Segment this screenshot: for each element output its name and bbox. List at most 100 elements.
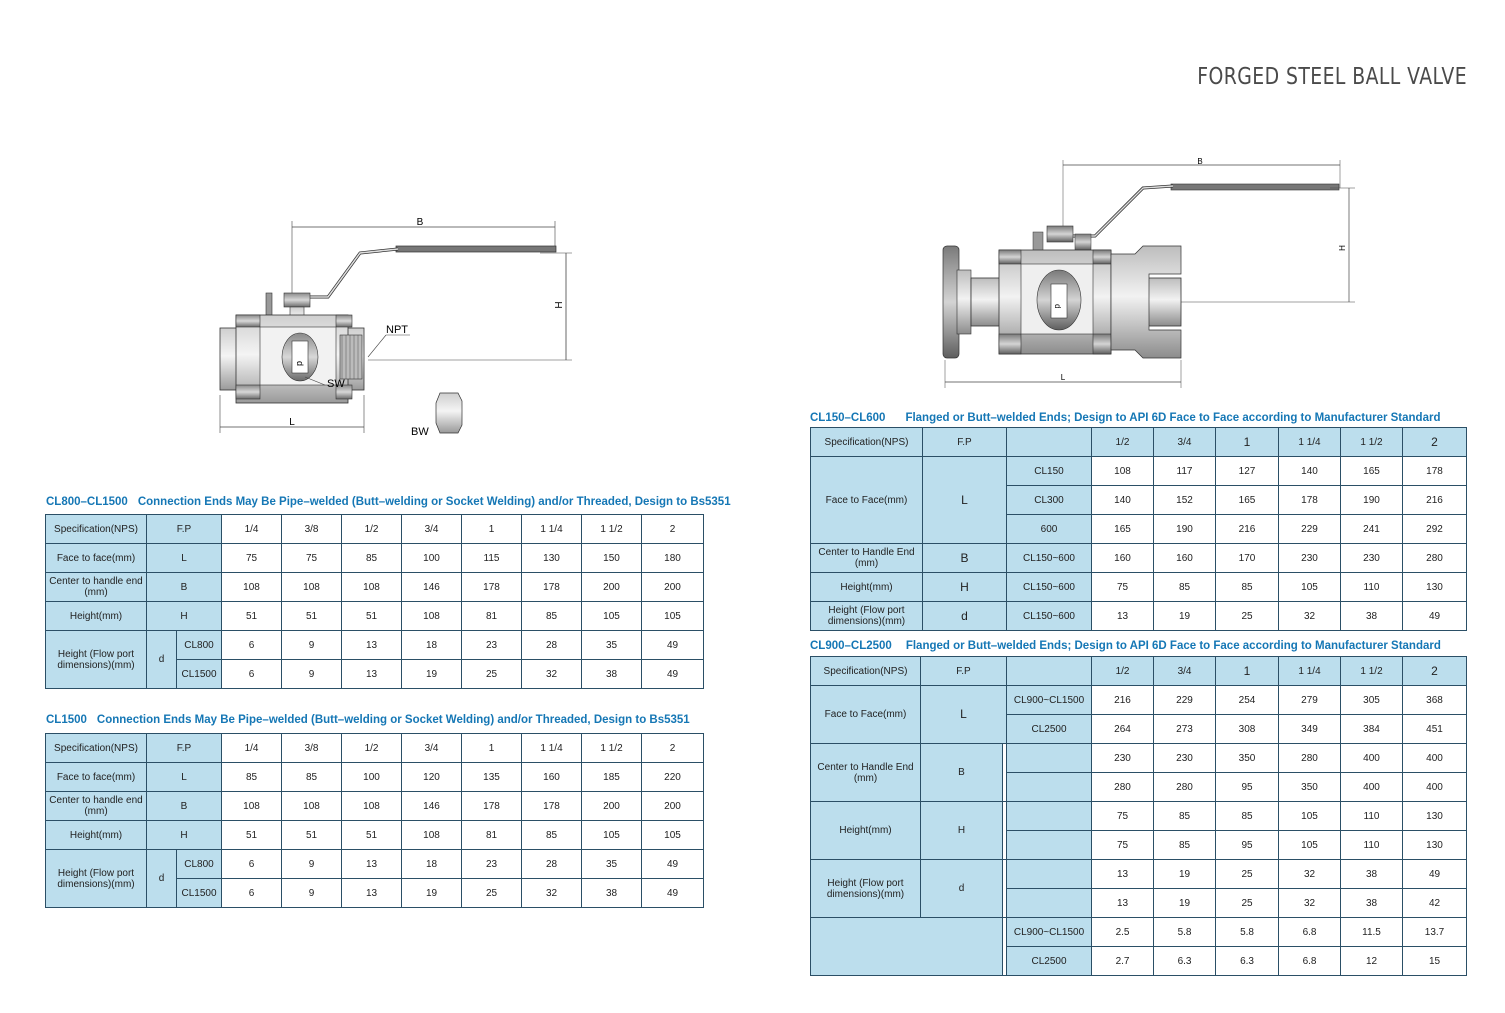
cell: 32 bbox=[1278, 859, 1342, 889]
row-symbol: B bbox=[920, 743, 1003, 802]
cell: 135 bbox=[461, 762, 523, 792]
row-symbol: B bbox=[922, 543, 1007, 573]
table4-size: 1 bbox=[1215, 656, 1280, 686]
row-label: Center to handle end (mm) bbox=[45, 791, 147, 821]
table4-size: 3/4 bbox=[1153, 656, 1217, 686]
cell: 19 bbox=[1153, 601, 1216, 631]
class-label: CL300 bbox=[1006, 485, 1092, 515]
row-label: Height (Flow port dimensions)(mm) bbox=[810, 859, 921, 918]
row-symbol: H bbox=[145, 601, 223, 631]
table3-fp-label: F.P bbox=[922, 427, 1007, 457]
cell: 230 bbox=[1153, 743, 1217, 773]
cell: 152 bbox=[1153, 485, 1216, 515]
cell: 216 bbox=[1091, 685, 1155, 715]
cell: 49 bbox=[641, 878, 705, 908]
cell: 75 bbox=[1091, 801, 1155, 831]
cell: 6 bbox=[221, 878, 283, 908]
cell: 19 bbox=[1153, 888, 1217, 918]
cell: 230 bbox=[1091, 743, 1155, 773]
cell: 190 bbox=[1153, 514, 1216, 544]
table2-size: 1 bbox=[461, 733, 523, 763]
cell: 6 bbox=[221, 849, 283, 879]
cell: 49 bbox=[641, 630, 705, 660]
cell: 400 bbox=[1402, 772, 1468, 802]
cell: 49 bbox=[641, 849, 705, 879]
cell: 32 bbox=[1278, 888, 1342, 918]
row-label: Center to handle end (mm) bbox=[45, 572, 147, 602]
cell: 49 bbox=[1402, 601, 1467, 631]
cell: 13 bbox=[341, 849, 403, 879]
cell: 115 bbox=[461, 543, 523, 573]
table-row: Face to Face(mm) L CL150 108 117 127 140… bbox=[810, 456, 1467, 544]
cell: 292 bbox=[1402, 514, 1467, 544]
cell: 140 bbox=[1278, 456, 1341, 486]
table-row: Center to handle end (mm) B 108 108 108 … bbox=[45, 791, 705, 821]
class-label: CL1500 bbox=[175, 659, 223, 689]
table2-size: 3/4 bbox=[401, 733, 463, 763]
row-label: Face to face(mm) bbox=[45, 543, 147, 573]
table-row: Height(mm) H 51 51 51 108 81 85 105 105 bbox=[45, 601, 705, 631]
cell: 178 bbox=[461, 572, 523, 602]
cell: 51 bbox=[281, 820, 343, 850]
class-label bbox=[1006, 859, 1093, 889]
table3-size: 2 bbox=[1402, 427, 1467, 457]
cell: 85 bbox=[1153, 830, 1217, 860]
class-label: CL800 bbox=[175, 849, 223, 879]
row-symbol: B bbox=[145, 572, 223, 602]
cell: 9 bbox=[281, 659, 343, 689]
table1-size: 2 bbox=[641, 514, 705, 544]
cell: 165 bbox=[1091, 514, 1154, 544]
cell: 38 bbox=[1340, 888, 1404, 918]
class-label: CL150~600 bbox=[1006, 601, 1092, 631]
cell: 400 bbox=[1340, 743, 1404, 773]
table-row: Center to Handle End (mm) B CL150~600 16… bbox=[810, 543, 1467, 573]
cell: 32 bbox=[521, 659, 583, 689]
class-label bbox=[1006, 888, 1093, 918]
class-label: CL1500 bbox=[175, 878, 223, 908]
cell: 160 bbox=[1153, 543, 1216, 573]
class-label: CL150~600 bbox=[1006, 572, 1092, 602]
class-label: CL800 bbox=[175, 630, 223, 660]
row-symbol: H bbox=[922, 572, 1007, 602]
cell: 220 bbox=[641, 762, 705, 792]
row-label: Height (Flow port dimensions)(mm) bbox=[810, 601, 923, 631]
class-label: CL150 bbox=[1006, 456, 1092, 486]
cell: 200 bbox=[641, 572, 705, 602]
cell: 165 bbox=[1215, 485, 1279, 515]
row-symbol: L bbox=[919, 685, 1008, 744]
cell: 23 bbox=[461, 630, 523, 660]
cell: 6 bbox=[221, 659, 283, 689]
cell: 95 bbox=[1215, 830, 1280, 860]
page-heading: FORGED STEEL BALL VALVE bbox=[1197, 64, 1467, 90]
cell: 51 bbox=[341, 601, 403, 631]
table-row: CL1500 6 9 13 19 25 32 38 49 bbox=[46, 659, 705, 689]
table-row: CL2500 2.7 6.3 6.3 6.8 12 15 bbox=[811, 946, 1468, 976]
table1-size: 1/4 bbox=[221, 514, 283, 544]
cell: 85 bbox=[1153, 801, 1217, 831]
table3-code: CL150–CL600 bbox=[810, 412, 886, 424]
cell: 280 bbox=[1091, 772, 1155, 802]
cell: 180 bbox=[641, 543, 705, 573]
table-row: CL2500 264 273 308 349 384 451 bbox=[811, 714, 1468, 744]
cell: 140 bbox=[1091, 485, 1154, 515]
row-label: Face to Face(mm) bbox=[810, 685, 921, 744]
row-label: Height (Flow port dimensions)(mm) bbox=[45, 849, 147, 908]
table4-blank bbox=[1006, 656, 1093, 686]
cell: 13 bbox=[341, 630, 403, 660]
cell: 18 bbox=[401, 630, 463, 660]
table4-size: 1/2 bbox=[1091, 656, 1155, 686]
dim-label-b: B bbox=[417, 217, 424, 228]
table-row: 280 280 95 350 400 400 bbox=[811, 772, 1468, 802]
class-label bbox=[1006, 830, 1093, 860]
table1-size: 1/2 bbox=[341, 514, 403, 544]
table1-size: 1 bbox=[461, 514, 523, 544]
cell: 13 bbox=[1091, 888, 1155, 918]
table-row: CL900~CL1500 2.5 5.8 5.8 6.8 11.5 13.7 bbox=[810, 917, 1468, 976]
row-symbol: L bbox=[922, 456, 1007, 544]
table4-size: 1 1/4 bbox=[1278, 656, 1342, 686]
cell: 38 bbox=[581, 659, 643, 689]
cell: 254 bbox=[1215, 685, 1280, 715]
cell: 308 bbox=[1215, 714, 1280, 744]
